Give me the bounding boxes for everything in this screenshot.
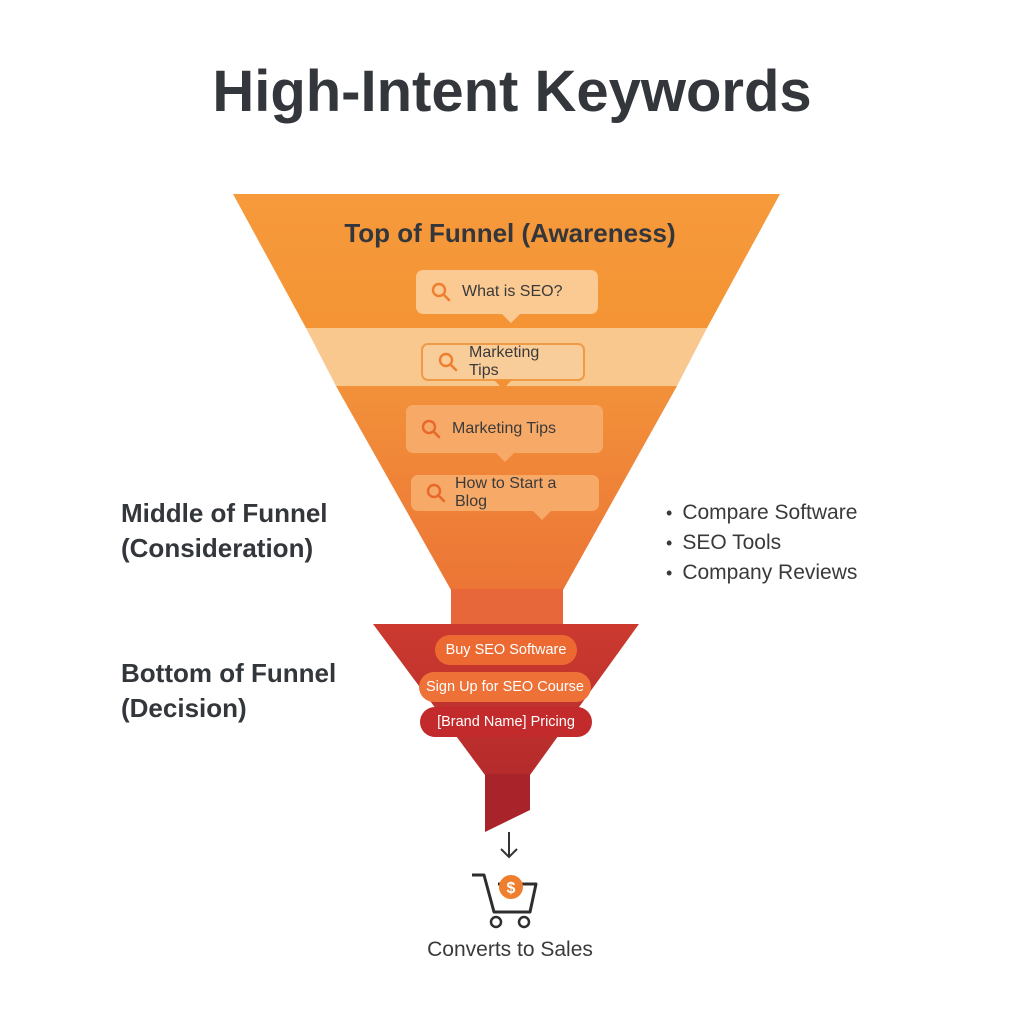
funnel-spout	[485, 774, 530, 832]
decision-keyword-pill: Sign Up for SEO Course	[419, 672, 591, 702]
page-title: High-Intent Keywords	[212, 59, 812, 124]
svg-text:$: $	[507, 880, 516, 897]
keyword-bubble: Marketing Tips	[406, 405, 603, 462]
search-icon	[421, 419, 441, 439]
list-item: Company Reviews	[666, 558, 857, 588]
search-icon	[431, 282, 451, 302]
list-item: SEO Tools	[666, 528, 857, 558]
keyword-label: Marketing Tips	[469, 344, 540, 379]
keyword-label: How to Start a Blog	[455, 475, 557, 510]
bottom-label-line1: Bottom of Funnel	[121, 658, 337, 688]
funnel-neck	[451, 589, 563, 625]
keyword-bubble: Marketing Tips	[421, 343, 585, 389]
decision-keyword-pill: [Brand Name] Pricing	[420, 707, 592, 737]
arrow-down-icon	[500, 832, 518, 859]
shopping-cart-dollar-icon: $	[472, 873, 538, 929]
list-item: Compare Software	[666, 498, 857, 528]
consideration-keyword-list: Compare Software SEO Tools Company Revie…	[666, 498, 857, 588]
decision-keyword-pill: Buy SEO Software	[435, 635, 577, 665]
keyword-bubble: How to Start a Blog	[411, 475, 599, 520]
keyword-label: What is SEO?	[462, 283, 563, 300]
top-of-funnel-heading: Top of Funnel (Awareness)	[344, 218, 676, 248]
converts-to-sales-label: Converts to Sales	[427, 938, 593, 961]
keyword-bubble: What is SEO?	[416, 270, 598, 323]
bottom-of-funnel-label: Bottom of Funnel (Decision)	[121, 656, 336, 726]
search-icon	[438, 352, 458, 372]
middle-of-funnel-label: Middle of Funnel (Consideration)	[121, 496, 328, 566]
keyword-label: Marketing Tips	[452, 420, 557, 437]
middle-label-line1: Middle of Funnel	[121, 498, 328, 528]
funnel-top-band	[233, 194, 780, 328]
search-icon	[426, 483, 446, 503]
bottom-label-line2: (Decision)	[121, 693, 247, 723]
middle-label-line2: (Consideration)	[121, 533, 314, 563]
